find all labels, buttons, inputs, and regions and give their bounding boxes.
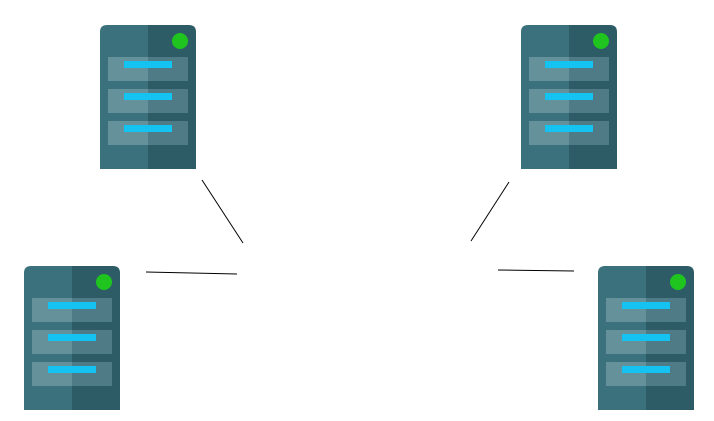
status-led-icon: [172, 33, 188, 49]
drive-indicator: [48, 366, 96, 373]
server-icon: [521, 25, 617, 169]
network-link-server-top-left: [201, 179, 244, 244]
drive-bay: [32, 362, 112, 386]
drive-bay: [32, 298, 112, 322]
network-link-server-top-right: [470, 181, 510, 242]
drive-bay: [529, 57, 609, 81]
drive-indicator: [622, 302, 670, 309]
drive-bay: [108, 89, 188, 113]
drive-indicator: [124, 61, 172, 68]
drive-indicator: [545, 125, 593, 132]
links-layer: [145, 179, 575, 275]
drive-bay: [529, 121, 609, 145]
drive-bay: [529, 89, 609, 113]
status-led-icon: [593, 33, 609, 49]
servers-layer: [24, 25, 694, 410]
network-link-server-bottom-left: [145, 271, 238, 275]
drive-indicator: [622, 334, 670, 341]
drive-bay: [606, 298, 686, 322]
server-icon: [100, 25, 196, 169]
status-led-icon: [96, 274, 112, 290]
drive-indicator: [124, 93, 172, 100]
drive-indicator: [48, 302, 96, 309]
server-icon: [24, 266, 120, 410]
drive-indicator: [622, 366, 670, 373]
status-led-icon: [670, 274, 686, 290]
drive-bay: [108, 121, 188, 145]
drive-indicator: [124, 125, 172, 132]
drive-bay: [606, 330, 686, 354]
drive-bay: [606, 362, 686, 386]
drive-indicator: [545, 61, 593, 68]
drive-bay: [108, 57, 188, 81]
drive-indicator: [545, 93, 593, 100]
network-link-server-bottom-right: [497, 269, 575, 272]
server-icon: [598, 266, 694, 410]
drive-indicator: [48, 334, 96, 341]
drive-bay: [32, 330, 112, 354]
